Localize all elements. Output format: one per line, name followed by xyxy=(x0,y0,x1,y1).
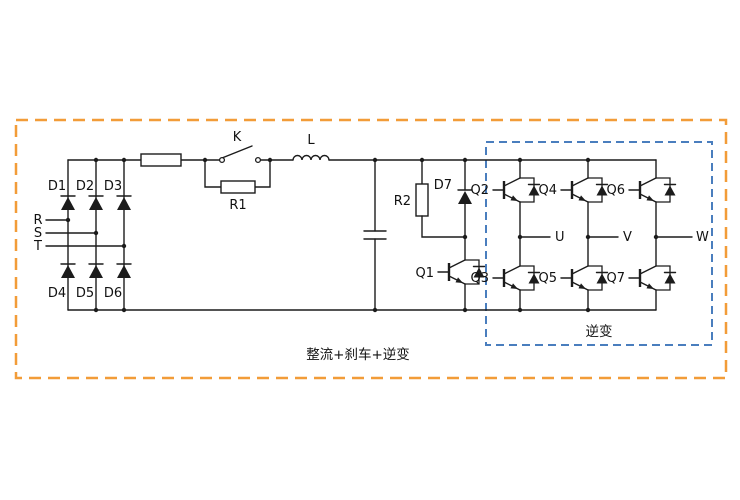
inductor-l: L xyxy=(292,133,330,161)
diode-d4 xyxy=(60,263,76,279)
label-d3: D3 xyxy=(104,179,122,194)
rectifier-bridge: D1 D2 D3 D4 D5 D6 xyxy=(48,159,132,311)
label-l: L xyxy=(307,133,315,148)
label-k: K xyxy=(233,130,242,145)
label-output-v: V xyxy=(623,230,632,245)
label-q6: Q6 xyxy=(606,183,625,198)
label-d6: D6 xyxy=(104,286,122,301)
label-phase-s: S xyxy=(34,226,42,241)
transistor-q5 xyxy=(559,264,609,292)
label-phase-t: T xyxy=(33,239,42,254)
diagram-title-label: 整流+刹车+逆变 xyxy=(306,346,410,363)
label-q4: Q4 xyxy=(538,183,557,198)
transistor-q3 xyxy=(491,264,541,292)
inverter-boundary-box xyxy=(485,141,713,346)
diode-d6 xyxy=(116,263,132,279)
label-output-u: U xyxy=(555,230,565,245)
label-d2: D2 xyxy=(76,179,94,194)
label-r1: R1 xyxy=(229,198,246,213)
label-phase-r: R xyxy=(33,213,42,228)
label-q2: Q2 xyxy=(470,183,489,198)
label-q1: Q1 xyxy=(415,266,434,281)
label-q7: Q7 xyxy=(606,271,625,286)
label-d1: D1 xyxy=(48,179,66,194)
label-q5: Q5 xyxy=(538,271,557,286)
label-q3: Q3 xyxy=(470,271,489,286)
resistor-r1: R1 xyxy=(202,157,273,213)
transistor-q7 xyxy=(627,264,677,292)
label-d7: D7 xyxy=(434,178,452,193)
phase-inputs: R S T xyxy=(33,213,127,254)
diode-d3 xyxy=(116,195,132,211)
inverter-bridge: Q2 Q3 Q4 Q5 Q6 Q7 U V W xyxy=(93,157,709,313)
diode-d2 xyxy=(88,195,104,211)
switch-k: K xyxy=(218,130,262,164)
dc-capacitor xyxy=(363,157,387,313)
brake-chopper: R2 D7 Q1 xyxy=(394,157,486,313)
outer-boundary-box xyxy=(14,118,728,380)
fuse xyxy=(140,153,182,167)
label-d5: D5 xyxy=(76,286,94,301)
bus-wires xyxy=(67,159,657,311)
diode-d1 xyxy=(60,195,76,211)
inverter-section-label: 逆变 xyxy=(586,324,613,340)
label-d4: D4 xyxy=(48,286,66,301)
label-output-w: W xyxy=(696,230,709,245)
transistor-q4 xyxy=(559,176,609,204)
transistor-q2 xyxy=(491,176,541,204)
diode-d5 xyxy=(88,263,104,279)
transistor-q6 xyxy=(627,176,677,204)
label-r2: R2 xyxy=(394,194,411,209)
